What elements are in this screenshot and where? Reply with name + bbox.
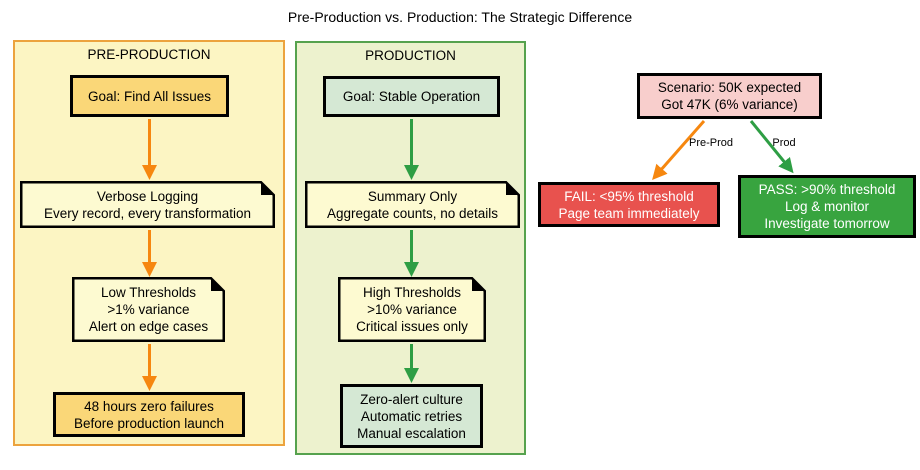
prod-goal-node: Goal: Stable Operation (323, 76, 500, 117)
prod-container-label: PRODUCTION (365, 48, 456, 63)
preprod-exit-node: 48 hours zero failures Before production… (53, 392, 245, 437)
note-fold-icon (261, 182, 274, 195)
prod-logging-note: Summary Only Aggregate counts, no detail… (305, 181, 520, 228)
edge-label-prod: Prod (772, 137, 796, 149)
note-shape (338, 277, 486, 342)
preprod-container-label: PRE-PRODUCTION (87, 47, 211, 62)
diagram-title: Pre-Production vs. Production: The Strat… (287, 9, 633, 25)
prod-culture-node: Zero-alert culture Automatic retries Man… (340, 384, 483, 448)
note-fold-icon (506, 182, 519, 195)
note-text: High Thresholds >10% variance Critical i… (356, 285, 468, 334)
edge-label-preprod: Pre-Prod (688, 137, 734, 149)
note-shape (72, 277, 225, 342)
preprod-logging-note: Verbose Logging Every record, every tran… (20, 181, 275, 228)
preprod-thresholds-note: Low Thresholds >1% variance Alert on edg… (72, 277, 225, 342)
note-fold-icon (211, 278, 224, 291)
prod-thresholds-note: High Thresholds >10% variance Critical i… (338, 277, 486, 342)
preprod-goal-node: Goal: Find All Issues (70, 75, 229, 117)
pass-node: PASS: >90% threshold Log & monitor Inves… (738, 175, 916, 238)
scenario-node: Scenario: 50K expected Got 47K (6% varia… (637, 73, 822, 119)
note-text: Verbose Logging Every record, every tran… (43, 188, 252, 221)
note-shape (305, 181, 520, 228)
fail-node: FAIL: <95% threshold Page team immediate… (538, 182, 720, 227)
note-fold-icon (472, 278, 485, 291)
note-text: Summary Only Aggregate counts, no detail… (326, 188, 499, 221)
note-text: Low Thresholds >1% variance Alert on edg… (88, 285, 209, 334)
note-shape (20, 181, 275, 228)
